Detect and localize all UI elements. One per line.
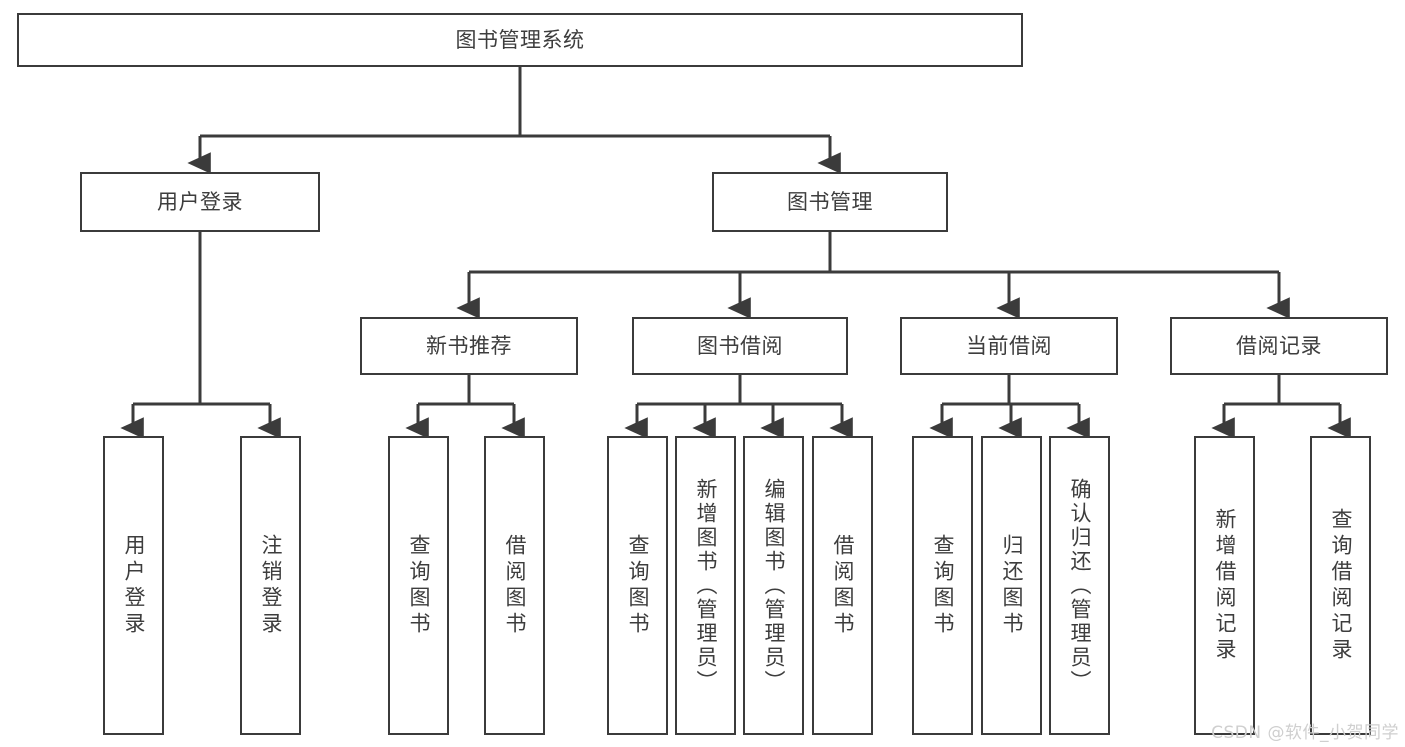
node-new-book-rec[interactable]: 新书推荐 bbox=[360, 317, 578, 375]
node-current-borrow-label: 当前借阅 bbox=[966, 333, 1052, 358]
node-leaf-query-book-1[interactable]: 查询图书 bbox=[388, 436, 449, 735]
node-leaf-query-book-3-label: 查询图书 bbox=[931, 533, 955, 638]
node-leaf-add-book-label: 新增图书（管理员） bbox=[694, 477, 718, 694]
node-leaf-add-record-label: 新增借阅记录 bbox=[1213, 507, 1237, 664]
node-leaf-borrow-book-1[interactable]: 借阅图书 bbox=[484, 436, 545, 735]
csdn-watermark: CSDN @软件_小贺同学 bbox=[1211, 723, 1399, 743]
node-leaf-borrow-book-1-label: 借阅图书 bbox=[503, 533, 527, 638]
node-leaf-edit-book-label: 编辑图书（管理员） bbox=[762, 477, 786, 694]
node-leaf-add-record[interactable]: 新增借阅记录 bbox=[1194, 436, 1255, 735]
node-leaf-query-record[interactable]: 查询借阅记录 bbox=[1310, 436, 1371, 735]
node-leaf-user-logout-label: 注销登录 bbox=[259, 533, 283, 638]
node-book-borrow-label: 图书借阅 bbox=[697, 333, 783, 358]
node-leaf-query-record-label: 查询借阅记录 bbox=[1329, 507, 1353, 664]
node-leaf-user-login-label: 用户登录 bbox=[122, 533, 146, 638]
node-new-book-rec-label: 新书推荐 bbox=[426, 333, 512, 358]
node-leaf-return-book-label: 归还图书 bbox=[1000, 533, 1024, 638]
node-book-borrow[interactable]: 图书借阅 bbox=[632, 317, 848, 375]
node-book-manage-label: 图书管理 bbox=[787, 189, 873, 214]
node-borrow-record[interactable]: 借阅记录 bbox=[1170, 317, 1388, 375]
node-leaf-query-book-2[interactable]: 查询图书 bbox=[607, 436, 668, 735]
node-leaf-add-book[interactable]: 新增图书（管理员） bbox=[675, 436, 736, 735]
node-leaf-confirm-return[interactable]: 确认归还（管理员） bbox=[1049, 436, 1110, 735]
node-leaf-borrow-book-2-label: 借阅图书 bbox=[831, 533, 855, 638]
node-leaf-confirm-return-label: 确认归还（管理员） bbox=[1068, 477, 1092, 694]
node-user-login[interactable]: 用户登录 bbox=[80, 172, 320, 232]
node-borrow-record-label: 借阅记录 bbox=[1236, 333, 1322, 358]
node-root-label: 图书管理系统 bbox=[455, 27, 585, 52]
node-leaf-borrow-book-2[interactable]: 借阅图书 bbox=[812, 436, 873, 735]
node-leaf-user-logout[interactable]: 注销登录 bbox=[240, 436, 301, 735]
node-current-borrow[interactable]: 当前借阅 bbox=[900, 317, 1118, 375]
node-leaf-edit-book[interactable]: 编辑图书（管理员） bbox=[743, 436, 804, 735]
node-user-login-label: 用户登录 bbox=[157, 189, 243, 214]
node-leaf-return-book[interactable]: 归还图书 bbox=[981, 436, 1042, 735]
node-leaf-query-book-2-label: 查询图书 bbox=[626, 533, 650, 638]
node-leaf-user-login[interactable]: 用户登录 bbox=[103, 436, 164, 735]
node-leaf-query-book-1-label: 查询图书 bbox=[407, 533, 431, 638]
node-root[interactable]: 图书管理系统 bbox=[17, 13, 1023, 67]
node-leaf-query-book-3[interactable]: 查询图书 bbox=[912, 436, 973, 735]
node-book-manage[interactable]: 图书管理 bbox=[712, 172, 948, 232]
